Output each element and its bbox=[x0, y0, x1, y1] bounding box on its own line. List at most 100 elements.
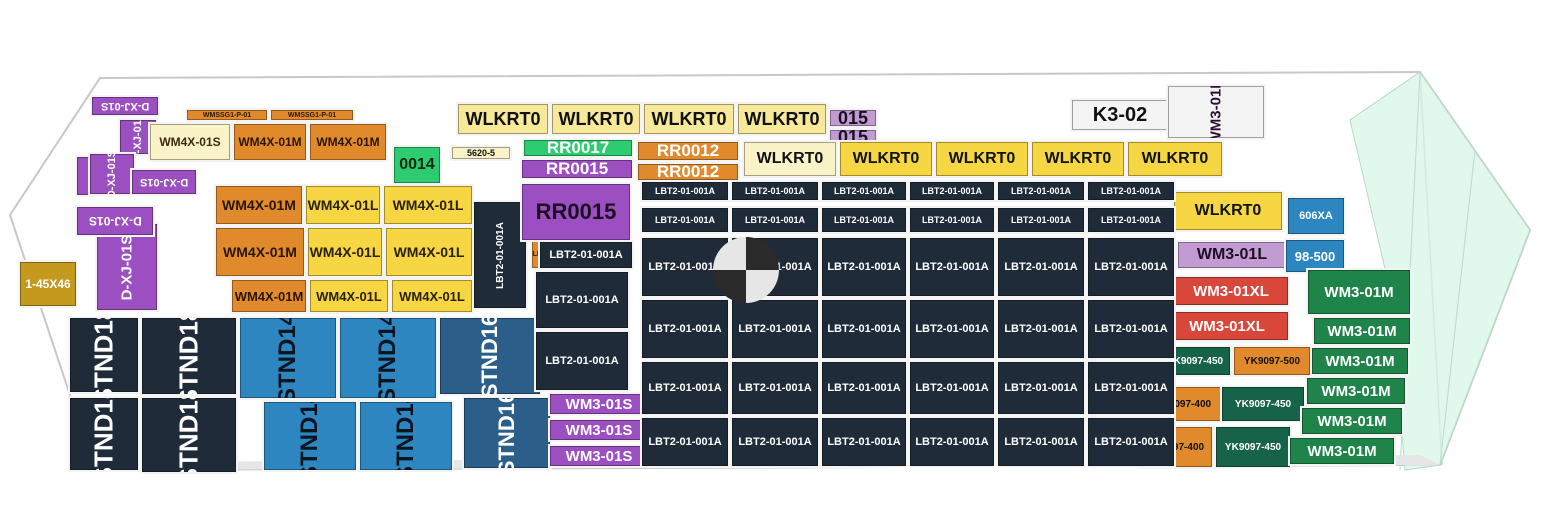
cargo-box[interactable]: YK9097-450 bbox=[1214, 425, 1292, 469]
cargo-box[interactable]: LBT2-01-001A bbox=[534, 270, 630, 330]
cargo-box[interactable]: LBT2-01-001A bbox=[996, 298, 1086, 360]
cargo-box[interactable]: LBT2-01-001A bbox=[820, 298, 908, 360]
cargo-box[interactable]: WM3-01L bbox=[1166, 84, 1266, 140]
cargo-box[interactable]: WM3-01S bbox=[548, 444, 650, 468]
cargo-box[interactable]: STND14 bbox=[238, 316, 338, 400]
cargo-box[interactable]: LBT2-01-001A bbox=[996, 206, 1086, 234]
cargo-box[interactable]: D-XJ-01S bbox=[90, 95, 160, 117]
cargo-box[interactable]: YK9097-450 bbox=[1220, 385, 1306, 423]
cargo-box[interactable]: D-XJ-01S bbox=[95, 222, 159, 312]
cargo-box[interactable]: WM4X-01L bbox=[306, 226, 384, 278]
cargo-box[interactable]: LBT2-01-001A bbox=[538, 240, 634, 270]
cargo-box[interactable]: LBT2-01-001A bbox=[996, 416, 1086, 468]
cargo-box[interactable]: WM4X-01L bbox=[384, 226, 474, 278]
cargo-box[interactable]: WLKRT0 bbox=[1126, 140, 1224, 178]
cargo-box[interactable]: WLKRT0 bbox=[736, 102, 828, 136]
cargo-box[interactable]: LBT2-01-001A bbox=[820, 416, 908, 468]
cargo-box[interactable]: LBT2-01-001A bbox=[1086, 298, 1176, 360]
cargo-box[interactable]: WLKRT0 bbox=[1030, 140, 1126, 178]
cargo-box[interactable]: RR0015 bbox=[520, 182, 632, 242]
cargo-box[interactable]: 1-45X46 bbox=[18, 260, 78, 308]
cargo-box[interactable]: WM4X-01M bbox=[230, 278, 308, 314]
cargo-box[interactable]: WM3-01XL bbox=[1164, 310, 1290, 342]
cargo-box[interactable]: LBT2-01-001A bbox=[820, 236, 908, 298]
cargo-box[interactable]: WM3-01M bbox=[1306, 268, 1412, 316]
cargo-box[interactable]: STND18 bbox=[68, 316, 140, 394]
cargo-box[interactable]: WLKRT0 bbox=[642, 102, 736, 136]
cargo-box[interactable]: STND16 bbox=[462, 396, 552, 470]
cargo-box[interactable]: STND18 bbox=[140, 396, 238, 474]
cargo-box[interactable]: LBT2-01-001A bbox=[730, 416, 820, 468]
cargo-box[interactable]: WM3-01XL bbox=[1172, 275, 1290, 307]
cargo-box[interactable]: WLKRT0 bbox=[550, 102, 642, 136]
cargo-box[interactable]: WM3-01S bbox=[548, 392, 650, 416]
cargo-box[interactable]: YK9097-500 bbox=[1232, 345, 1312, 377]
cargo-box[interactable]: RR0017 bbox=[522, 138, 634, 158]
cargo-box[interactable]: 606XA bbox=[1286, 196, 1346, 236]
cargo-box[interactable]: 5620-5 bbox=[450, 145, 512, 161]
cargo-box[interactable]: RR0012 bbox=[636, 162, 740, 182]
cargo-box[interactable]: LBT2-01-001A bbox=[820, 206, 908, 234]
cargo-box[interactable]: WLKRT0 bbox=[456, 102, 550, 136]
cargo-box[interactable]: WM3-01M bbox=[1300, 406, 1404, 436]
cargo-box[interactable]: WLKRT0 bbox=[742, 140, 838, 178]
cargo-box[interactable]: LBT2-01-001A bbox=[640, 206, 730, 234]
cargo-box[interactable]: STND14 bbox=[338, 316, 438, 400]
cargo-box[interactable]: STND18 bbox=[68, 396, 140, 472]
cargo-box[interactable]: LBT2-01-001A bbox=[1086, 360, 1176, 416]
cargo-box[interactable]: LBT2-01-001A bbox=[640, 180, 730, 202]
cargo-box[interactable]: LBT2-01-001A bbox=[1086, 236, 1176, 298]
cargo-box[interactable]: D-XJ-01S bbox=[88, 152, 136, 196]
cargo-box[interactable]: WM3-01M bbox=[1288, 436, 1396, 466]
cargo-box[interactable]: 0014 bbox=[392, 145, 442, 185]
cargo-box[interactable]: RR0015 bbox=[520, 158, 634, 180]
cargo-box[interactable]: WLKRT0 bbox=[1172, 190, 1284, 232]
cargo-box[interactable]: WM4X-01M bbox=[232, 122, 308, 162]
cargo-box[interactable]: RR0012 bbox=[636, 140, 740, 162]
cargo-box[interactable]: WM3-01M bbox=[1312, 316, 1412, 346]
cargo-box[interactable]: LBT2-01-001A bbox=[908, 236, 996, 298]
cargo-box[interactable]: WLKRT0 bbox=[934, 140, 1030, 178]
cargo-box[interactable]: LBT2-01-001A bbox=[1086, 180, 1176, 202]
cargo-box[interactable]: WM4X-01L bbox=[382, 184, 474, 226]
cargo-box[interactable]: WM4X-01S bbox=[148, 122, 232, 162]
cargo-box[interactable]: WM3-01M bbox=[1305, 376, 1407, 406]
cargo-box[interactable]: WM4X-01L bbox=[304, 184, 382, 226]
cargo-box[interactable]: LBT2-01-001A bbox=[730, 180, 820, 202]
cargo-box[interactable]: STND14 bbox=[358, 400, 454, 472]
cargo-box[interactable]: WM3-01M bbox=[1310, 346, 1410, 376]
cargo-box[interactable]: 015 bbox=[828, 108, 878, 128]
cargo-box[interactable]: WLKRT0 bbox=[838, 140, 934, 178]
cargo-box[interactable]: LBT2-01-001A bbox=[640, 360, 730, 416]
cargo-box[interactable]: LBT2-01-001A bbox=[908, 298, 996, 360]
cargo-box[interactable]: LBT2-01-001A bbox=[1086, 416, 1176, 468]
cargo-box[interactable]: LBT2-01-001A bbox=[820, 180, 908, 202]
cargo-box[interactable]: WMSSG1-P-01 bbox=[185, 108, 269, 122]
cargo-box[interactable]: WM3-01S bbox=[548, 418, 650, 442]
cargo-box[interactable]: LBT2-01-001A bbox=[996, 180, 1086, 202]
cargo-box[interactable]: LBT2-01-001A bbox=[908, 206, 996, 234]
cargo-box[interactable]: LBT2-01-001A bbox=[820, 360, 908, 416]
cargo-box[interactable]: LBT2-01-001A bbox=[730, 298, 820, 360]
cargo-box[interactable]: WM4X-01M bbox=[214, 184, 304, 226]
cargo-box[interactable]: WM4X-01M bbox=[214, 226, 306, 278]
cargo-box[interactable]: WM4X-01M bbox=[308, 122, 388, 162]
cargo-box[interactable]: LBT2-01-001A bbox=[908, 360, 996, 416]
cargo-box[interactable]: LBT2-01-001A bbox=[534, 330, 630, 392]
cargo-box[interactable]: LBT2-01-001A bbox=[472, 200, 528, 310]
cargo-box[interactable]: D-XJ-01S bbox=[75, 205, 155, 237]
cargo-box[interactable]: K3-02 bbox=[1070, 98, 1170, 132]
cargo-box[interactable]: WM4X-01L bbox=[308, 278, 390, 314]
cargo-box[interactable]: D-XJ-01S bbox=[130, 168, 198, 196]
cargo-box[interactable]: LBT2-01-001A bbox=[996, 360, 1086, 416]
cargo-box[interactable]: STND14 bbox=[262, 400, 358, 472]
cargo-box[interactable]: WM4X-01L bbox=[390, 278, 474, 314]
cargo-box[interactable]: LBT2-01-001A bbox=[908, 180, 996, 202]
cargo-box[interactable]: STND16 bbox=[438, 316, 542, 396]
cargo-box[interactable]: LBT2-01-001A bbox=[996, 236, 1086, 298]
cargo-box[interactable]: LBT2-01-001A bbox=[730, 206, 820, 234]
cargo-box[interactable]: LBT2-01-001A bbox=[640, 416, 730, 468]
move-cursor-icon[interactable] bbox=[713, 237, 779, 303]
cargo-box[interactable]: WMSSG1-P-01 bbox=[269, 108, 355, 122]
